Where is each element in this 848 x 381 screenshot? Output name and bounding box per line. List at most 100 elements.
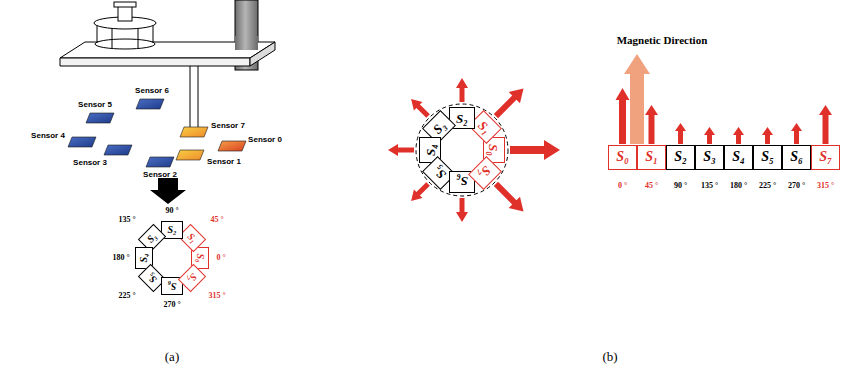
angle-label: 90 °	[165, 207, 178, 215]
sensor-name: S₇	[819, 150, 832, 164]
sensor-name: S₆	[790, 150, 803, 164]
sensor-name: S₅	[761, 150, 774, 164]
sensor-label: Sensor 1	[207, 158, 241, 166]
field-arrow	[490, 178, 529, 217]
sensor-box: S₃	[695, 145, 724, 170]
sensor-wire	[190, 66, 191, 128]
angle-label: 90 °	[674, 182, 687, 190]
field-arrow	[645, 105, 658, 144]
bar-arrows	[616, 88, 833, 144]
sensor-name: S₆	[167, 281, 176, 291]
angle-label: 0 °	[216, 254, 225, 262]
sensor-label: Sensor 3	[73, 159, 107, 167]
sensor-box: S₆	[782, 145, 811, 170]
cylinder-base	[235, 36, 258, 50]
field-arrow	[407, 180, 432, 205]
down-arrow	[150, 178, 186, 204]
sensor-plate	[176, 150, 204, 160]
sensor-plates	[68, 99, 246, 167]
field-arrow	[490, 83, 529, 122]
sensor-name: S₄	[139, 253, 149, 262]
device-leg	[138, 27, 139, 48]
field-arrow	[762, 127, 773, 144]
sensor-label: Sensor 4	[31, 132, 65, 140]
sensor-plate	[146, 157, 174, 167]
field-arrow	[616, 88, 630, 144]
panel-label: (b)	[602, 350, 617, 363]
angle-label: 0 °	[618, 182, 627, 190]
sensor-name: S₄	[424, 144, 437, 156]
sensor-name: S₀	[488, 144, 501, 156]
sensor-box: S₀	[608, 145, 637, 170]
field-arrow	[407, 95, 432, 120]
sensor-name: S₃	[431, 119, 449, 137]
angle-label: 270 °	[788, 182, 805, 190]
panel-label: (a)	[165, 350, 179, 363]
angle-label: 180 °	[112, 254, 129, 262]
field-arrow	[819, 105, 832, 144]
sensor-name: S₃	[703, 150, 716, 164]
field-arrow	[456, 78, 468, 102]
sensor-box: S₄	[724, 145, 753, 170]
device-base	[95, 39, 155, 49]
angle-label: 135 °	[701, 182, 718, 190]
sensor-name: S₂	[167, 225, 176, 235]
sensor-label: Sensor 5	[78, 101, 112, 109]
sensor-name: S₅	[145, 271, 158, 284]
sensor-plate	[180, 127, 208, 137]
sensor-box: S₇	[811, 145, 840, 170]
sensor-name: S₇	[476, 164, 494, 182]
table-front	[60, 58, 250, 66]
angle-label: 270 °	[163, 301, 180, 309]
sensor-name: S₆	[456, 176, 468, 189]
sensor-plate	[104, 145, 132, 155]
sensor-name: S₁	[185, 231, 198, 244]
sensor-name: S₀	[616, 150, 629, 164]
angle-label: 315 °	[208, 292, 225, 300]
sensor-label: Sensor 7	[211, 122, 245, 130]
device-leg	[112, 27, 113, 48]
sensor-label: Sensor 2	[143, 171, 177, 179]
sensor-box: S₅	[753, 145, 782, 170]
sensor-box: S₁	[637, 145, 666, 170]
sensor-name: S₁	[476, 119, 494, 137]
sensor-name: S₄	[732, 150, 745, 164]
device-column	[118, 6, 132, 21]
field-arrow	[733, 127, 744, 144]
field-arrow	[510, 140, 560, 160]
apparatus	[60, 0, 275, 128]
chart-heading: Magnetic Direction	[617, 35, 708, 46]
sensor-name: S₁	[645, 150, 658, 164]
sensor-name: S₅	[431, 164, 449, 182]
angle-label: 180 °	[730, 182, 747, 190]
sensor-name: S₂	[456, 112, 468, 125]
device-knob	[114, 2, 136, 7]
field-arrow	[791, 123, 802, 144]
field-arrow	[388, 144, 414, 156]
device-leg	[153, 24, 154, 43]
angle-label: 45 °	[645, 182, 658, 190]
sensor-plate	[68, 137, 96, 147]
device-leg	[97, 24, 98, 43]
sensor-plate	[136, 99, 164, 109]
sensor-plate	[86, 113, 114, 123]
sensor-plate	[218, 141, 246, 151]
sensor-label: Sensor 6	[135, 87, 169, 95]
sensor-wire	[198, 66, 199, 128]
sensor-box: S₂	[666, 145, 695, 170]
angle-label: 135 °	[118, 216, 135, 224]
angle-label: 315 °	[817, 182, 834, 190]
field-arrow	[675, 123, 686, 144]
angle-label: 45 °	[210, 216, 223, 224]
angle-label: 225 °	[118, 292, 135, 300]
field-arrows	[388, 78, 560, 222]
dashed-circle	[416, 104, 508, 196]
sensor-label: Sensor 0	[248, 136, 282, 144]
field-arrow	[704, 127, 715, 144]
sensor-name: S₃	[145, 231, 158, 244]
field-arrow	[456, 198, 468, 222]
angle-label: 225 °	[759, 182, 776, 190]
sensor-name: S₇	[185, 271, 198, 284]
